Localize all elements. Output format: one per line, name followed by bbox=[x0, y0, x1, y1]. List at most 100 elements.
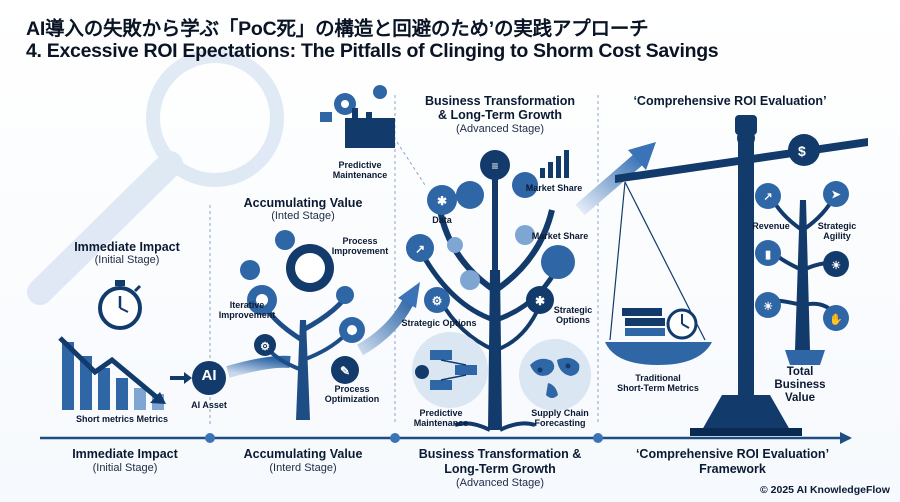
process-imp-l1: Process bbox=[342, 236, 378, 246]
growth-arrow-3 bbox=[575, 152, 645, 216]
supply-l2: Forecasting bbox=[534, 418, 586, 429]
ai-badge-text: AI bbox=[201, 367, 217, 384]
predictive-top-label: Predictive Maintenance bbox=[322, 160, 398, 181]
stage2-title: Accumulating Value bbox=[243, 196, 363, 210]
stage3-title-l1: Business Transformation bbox=[424, 94, 576, 108]
gear-ai-icon: ⚙ bbox=[295, 259, 311, 279]
traditional-metrics-label: Traditional Short-Term Metrics bbox=[608, 373, 708, 394]
idea-icon: ☀ bbox=[831, 260, 841, 272]
ai-asset-label: AI Asset bbox=[191, 400, 227, 410]
process-flow-icon bbox=[412, 332, 488, 408]
traditional-l2: Short-Term Metrics bbox=[617, 383, 699, 394]
bottom-stage2-title: Accumulating Value bbox=[243, 447, 363, 461]
copyright: © 2025 AI KnowledgeFlow bbox=[760, 484, 890, 496]
predictive-bottom-label: Predictive Maintenance bbox=[406, 408, 476, 429]
growth-chart-icon: ↗ bbox=[763, 191, 772, 203]
balance-scale-icon bbox=[605, 115, 868, 436]
strategic-options-label-2: Strategic Options bbox=[546, 305, 600, 326]
stage4-header: ‘Comprehensive ROI Evaluation’ bbox=[620, 94, 840, 108]
growth-arrow-2 bbox=[356, 295, 416, 356]
stopwatch-icon bbox=[98, 280, 142, 330]
bottom-stage1-sub: (Initial Stage) bbox=[92, 462, 158, 474]
icon-glyphs: ⚙ ✱ ≡ ↗ ⚙ ✱ ☀ ✎ ⚙ ↗ ➤ ▮ ☀ ☀ ✋ bbox=[260, 159, 843, 378]
tree-accumulating-value-icon bbox=[240, 230, 365, 420]
lightbulb-icon: ☀ bbox=[347, 324, 358, 338]
value-plant-icon bbox=[755, 134, 849, 365]
stage3-sub: (Advanced Stage) bbox=[455, 122, 545, 135]
market-share-label-1: Market Share bbox=[525, 183, 583, 193]
coins-icon: ≡ bbox=[491, 159, 498, 173]
magnifier-watermark-icon bbox=[27, 49, 284, 305]
stage1-title: Immediate Impact bbox=[74, 240, 180, 254]
predictive-top-l2: Maintenance bbox=[332, 170, 388, 181]
market-share-bar-icon bbox=[540, 150, 569, 178]
stage4-title: ‘Comprehensive ROI Evaluation’ bbox=[633, 94, 827, 108]
title-line-2: 4. Excessive ROI Epectations: The Pitfal… bbox=[26, 40, 719, 62]
factory-gear-icon bbox=[320, 85, 395, 148]
total-l2: Business bbox=[774, 379, 826, 392]
short-metrics-label: Short metrics Metrics bbox=[75, 414, 169, 424]
supply-chain-label: Supply Chain Forecasting bbox=[522, 408, 598, 429]
gear-tiny-icon: ⚙ bbox=[260, 341, 270, 353]
timeline-arrow bbox=[40, 432, 852, 444]
bottom-stage1: Immediate Impact (Initial Stage) bbox=[50, 447, 200, 474]
stage2-header: Accumulating Value (Inted Stage) bbox=[228, 196, 378, 222]
iterative-l1: Iterative bbox=[229, 300, 265, 310]
strategic-agility-l2: Agility bbox=[823, 231, 851, 242]
stage1-header: Immediate Impact (Initial Stage) bbox=[52, 240, 202, 266]
bottom-stage3-title-l2: Long-Term Growth bbox=[444, 462, 556, 476]
stage2-sub: (Inted Stage) bbox=[271, 210, 335, 223]
predictive-bot-l1: Predictive bbox=[419, 408, 463, 418]
stage-separators bbox=[209, 95, 599, 425]
declining-chart-icon bbox=[58, 336, 166, 410]
strategic-options-2-l2: Options bbox=[556, 315, 590, 326]
process-imp-l2: Improvement bbox=[331, 246, 389, 257]
rocket-icon: ➤ bbox=[831, 189, 841, 201]
strategic-agility-label: Strategic Agility bbox=[812, 221, 862, 242]
hand-coin-icon: ✋ bbox=[829, 313, 843, 326]
ai-badge-icon bbox=[192, 361, 226, 395]
world-map-icon bbox=[519, 339, 591, 411]
stage3-title-l2: & Long-Term Growth bbox=[437, 108, 563, 123]
stage3-header: Business Transformation & Long-Term Grow… bbox=[410, 94, 590, 135]
iterative-improvement-label: Iterative Improvement bbox=[212, 300, 282, 321]
bar-chart-icon: ▮ bbox=[765, 249, 771, 261]
iterative-l2: Improvement bbox=[218, 310, 276, 321]
wrench-icon: ✎ bbox=[340, 364, 350, 378]
bottom-stage4-title-l1: ‘Comprehensive ROI Evaluation’ bbox=[635, 447, 830, 461]
predictive-top-l1: Predictive bbox=[338, 160, 382, 170]
market-share-label-2: Market Share bbox=[531, 231, 589, 241]
bottom-stage4: ‘Comprehensive ROI Evaluation’ Framework bbox=[620, 447, 845, 477]
bottom-stage2-sub: (Interd Stage) bbox=[269, 462, 337, 474]
data-label: Data bbox=[432, 215, 452, 225]
process-opt-l1: Process bbox=[334, 384, 370, 394]
dollar-icon: $ bbox=[798, 143, 806, 159]
bottom-stage4-title-l2: Framework bbox=[699, 462, 766, 476]
predictive-bot-l2: Maintenance bbox=[413, 418, 469, 429]
tree-business-transformation-icon bbox=[406, 150, 575, 432]
trend-up-icon: ↗ bbox=[415, 242, 425, 256]
share-icon: ✱ bbox=[535, 294, 545, 308]
bulb-icon: ☀ bbox=[763, 301, 773, 313]
bottom-stage3-sub: (Advanced Stage) bbox=[455, 477, 545, 489]
total-l3: Value bbox=[784, 392, 816, 405]
stage1-sub: (Initial Stage) bbox=[94, 254, 160, 267]
total-l1: Total bbox=[786, 366, 814, 378]
network-icon: ✱ bbox=[437, 194, 447, 208]
gear-small-icon: ⚙ bbox=[432, 294, 443, 308]
process-optimization-label: Process Optimization bbox=[316, 384, 388, 405]
bottom-stage3: Business Transformation & Long-Term Grow… bbox=[405, 447, 595, 489]
process-opt-l2: Optimization bbox=[324, 394, 380, 405]
total-business-value-label: Total Business Value bbox=[765, 366, 835, 406]
supply-l1: Supply Chain bbox=[531, 408, 589, 418]
strategic-options-label-1: Strategic Options bbox=[401, 318, 477, 328]
strategic-agility-l1: Strategic bbox=[817, 221, 857, 231]
strategic-options-2-l1: Strategic bbox=[553, 305, 593, 315]
title-line-1: AI導入の失敗から学ぶ「PoC死」の構造と回避のため’の実践アプローチ bbox=[26, 18, 649, 40]
traditional-l1: Traditional bbox=[635, 373, 681, 383]
process-improvement-label: Process Improvement bbox=[322, 236, 398, 257]
growth-arrow-1 bbox=[226, 355, 291, 378]
bottom-stage2: Accumulating Value (Interd Stage) bbox=[228, 447, 378, 474]
